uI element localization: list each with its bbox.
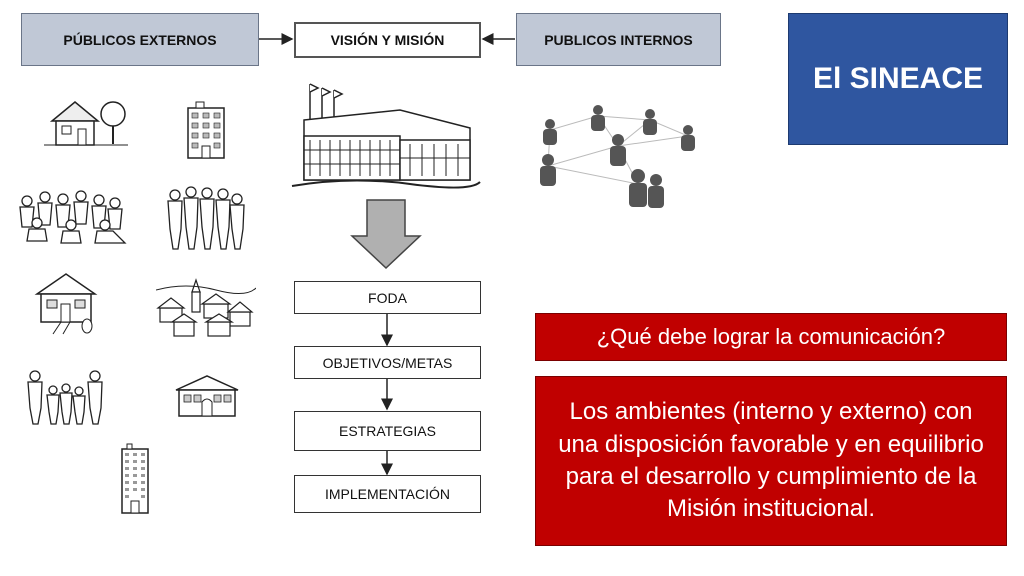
people-network-icon (540, 105, 695, 208)
village-icon (156, 278, 256, 337)
vision-mision-box: VISIÓN Y MISIÓN (294, 22, 481, 58)
sineace-box: El SINEACE (788, 13, 1008, 145)
publicos-externos-label: PÚBLICOS EXTERNOS (63, 31, 217, 48)
estrategias-label: ESTRATEGIAS (339, 423, 436, 439)
objetivos-metas-label: OBJETIVOS/METAS (322, 354, 453, 371)
objetivos-metas-box: OBJETIVOS/METAS (294, 346, 481, 379)
sineace-label: El SINEACE (812, 62, 984, 95)
publicos-internos-label: PUBLICOS INTERNOS (544, 31, 693, 48)
vision-mision-label: VISIÓN Y MISIÓN (330, 32, 445, 48)
adults-group-icon (167, 186, 245, 250)
answer-box: Los ambientes (interno y externo) con un… (535, 376, 1007, 546)
children-group-icon (19, 190, 127, 244)
implementacion-box: IMPLEMENTACIÓN (294, 475, 481, 513)
foda-label: FODA (368, 289, 407, 306)
school-icon (175, 375, 239, 417)
publicos-externos-box: PÚBLICOS EXTERNOS (21, 13, 259, 66)
estrategias-box: ESTRATEGIAS (294, 411, 481, 451)
publicos-internos-box: PUBLICOS INTERNOS (516, 13, 721, 66)
question-box: ¿Qué debe lograr la comunicación? (535, 313, 1007, 361)
implementacion-label: IMPLEMENTACIÓN (325, 486, 450, 502)
foda-box: FODA (294, 281, 481, 314)
family-icon (27, 370, 103, 425)
house-tree-icon (44, 101, 128, 146)
down-arrow-icon (350, 199, 422, 270)
answer-label: Los ambientes (interno y externo) con un… (558, 398, 984, 523)
apartment-building-icon (187, 101, 225, 159)
house-icon (34, 273, 98, 335)
question-label: ¿Qué debe lograr la comunicación? (596, 324, 946, 349)
tower-building-icon (121, 443, 149, 514)
office-building-icon (291, 83, 481, 189)
